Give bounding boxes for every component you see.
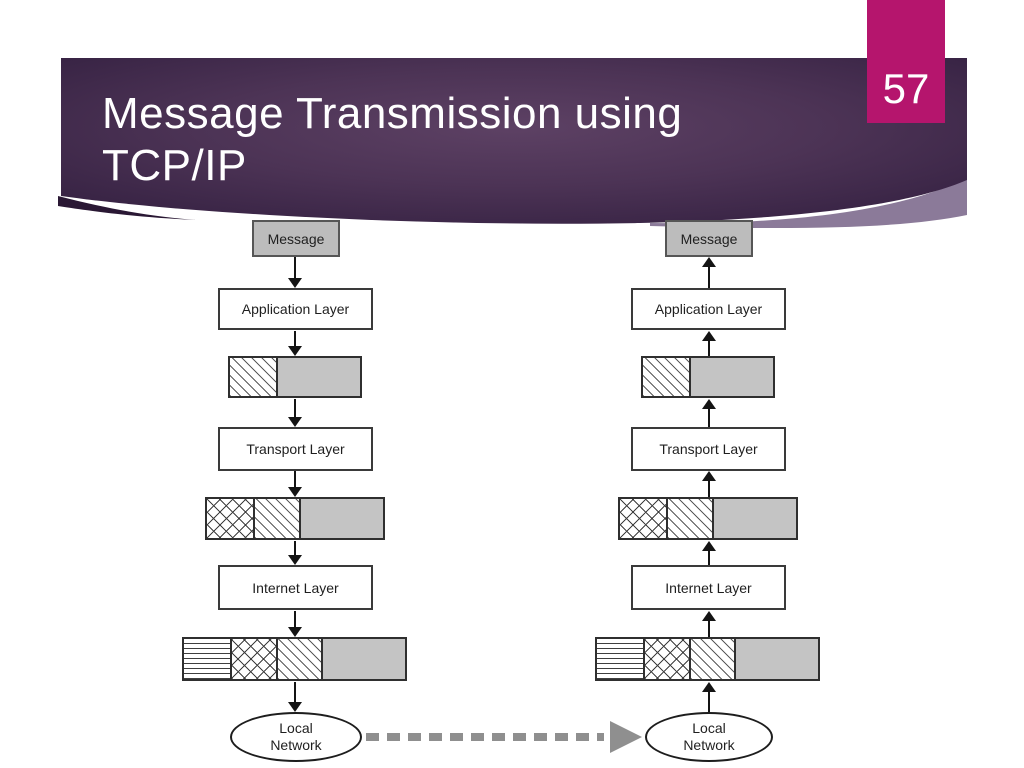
sender-transport-data-segment [205,497,385,540]
arrow-head [610,721,642,753]
data-segment-gray [276,358,360,396]
flow-arrow-up-icon [702,257,716,288]
flow-arrow-down-icon [288,471,302,497]
arrow-shaft [294,399,296,419]
flow-arrow-up-icon [702,331,716,356]
arrow-shaft [294,682,296,704]
arrow-shaft [294,611,296,629]
sender-application-layer-box: Application Layer [218,288,373,330]
slide-title-line1: Message Transmission using [102,89,683,138]
arrow-head [288,417,302,427]
header-hatch-diagonal [666,499,712,538]
arrow-shaft [294,331,296,348]
receiver-local-network: Local Network [645,712,773,762]
ribbon-left-fold [58,196,196,220]
header-ribbon [58,0,967,229]
header-hatch-diagonal [253,499,299,538]
arrow-head [702,257,716,267]
local-network-label-line1: Local [279,719,313,736]
data-segment-gray [321,639,405,679]
header-hatch-cross [207,499,253,538]
header-hatch-diagonal [643,358,689,396]
page-number: 57 [882,65,930,112]
arrow-shaft [708,339,710,356]
dashed-line [366,733,604,741]
arrow-head [288,702,302,712]
sender-internet-data-segment [182,637,407,681]
arrow-head [702,399,716,409]
arrow-head [702,541,716,551]
receiver-app-data-segment [641,356,775,398]
header-hatch-horizontal [597,639,643,679]
arrow-head [288,278,302,288]
flow-arrow-up-icon [702,611,716,637]
sender-message-box: Message [252,220,340,257]
ribbon-right-fold [650,178,967,229]
data-segment-gray [734,639,818,679]
receiver-internet-data-segment [595,637,820,681]
page-number-block [867,0,945,123]
flow-arrow-down-icon [288,682,302,712]
arrow-head [288,555,302,565]
header-hatch-cross [643,639,689,679]
flow-arrow-down-icon [288,257,302,288]
data-segment-gray [299,499,383,538]
arrow-shaft [708,479,710,497]
header-hatch-horizontal [184,639,230,679]
arrow-head [702,611,716,621]
ribbon-banner [61,58,967,224]
sender-transport-layer-box: Transport Layer [218,427,373,471]
header-hatch-diagonal [689,639,734,679]
receiver-transport-data-segment [618,497,798,540]
data-segment-gray [712,499,796,538]
local-network-label-line2: Network [683,737,735,753]
header-hatch-diagonal [230,358,276,396]
flow-arrow-down-icon [288,541,302,565]
slide-title: Message Transmission using TCP/IP [102,88,682,192]
arrow-shaft [708,690,710,712]
sender-internet-layer-box: Internet Layer [218,565,373,610]
flow-arrow-up-icon [702,471,716,497]
receiver-message-box: Message [665,220,753,257]
local-network-label-line2: Network [270,737,322,753]
arrow-shaft [708,407,710,427]
arrow-shaft [294,471,296,489]
flow-arrow-down-icon [288,611,302,637]
flow-arrow-down-icon [288,331,302,356]
arrow-head [702,331,716,341]
arrow-shaft [294,541,296,557]
network-transfer-arrow-icon [366,720,642,754]
data-segment-gray [689,358,773,396]
arrow-head [288,487,302,497]
arrow-shaft [708,265,710,288]
arrow-shaft [708,549,710,565]
header-hatch-cross [620,499,666,538]
arrow-shaft [708,619,710,637]
flow-arrow-up-icon [702,682,716,712]
flow-arrow-down-icon [288,399,302,427]
receiver-application-layer-box: Application Layer [631,288,786,330]
receiver-transport-layer-box: Transport Layer [631,427,786,471]
arrow-shaft [294,257,296,280]
header-hatch-diagonal [276,639,321,679]
header-hatch-cross [230,639,276,679]
sender-local-network: Local Network [230,712,362,762]
slide-title-line2: TCP/IP [102,140,247,190]
flow-arrow-up-icon [702,399,716,427]
arrow-head [288,346,302,356]
arrow-head [702,471,716,481]
receiver-internet-layer-box: Internet Layer [631,565,786,610]
local-network-label-line1: Local [692,719,726,736]
arrow-head [288,627,302,637]
flow-arrow-up-icon [702,541,716,565]
sender-app-data-segment [228,356,362,398]
arrow-head [702,682,716,692]
